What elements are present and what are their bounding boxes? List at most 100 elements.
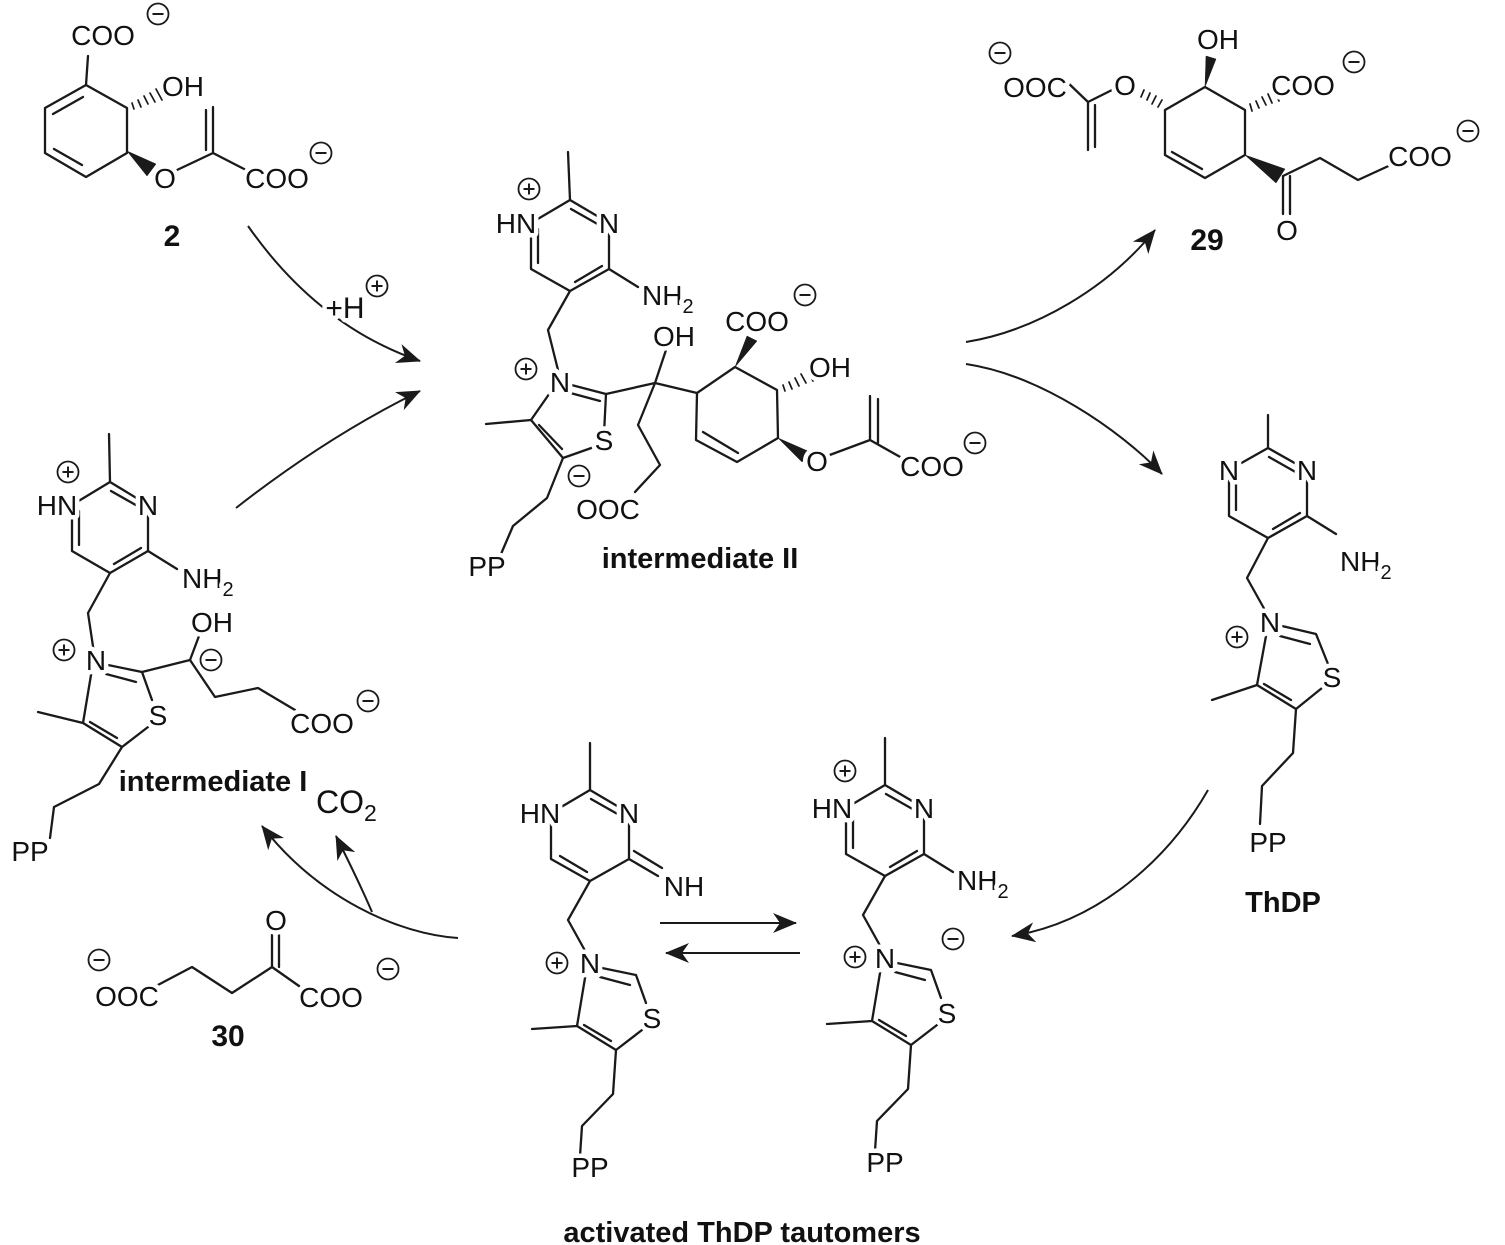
i2-ring-oh: OH — [809, 352, 851, 383]
arrow-2-to-intermediateII — [247, 225, 421, 363]
arrow-intermediateII-to-ThDP — [965, 363, 1163, 475]
i2-nh2: NH2 — [642, 280, 694, 318]
i2-oh-hash-bond — [782, 369, 814, 392]
i2-ring-o: O — [806, 446, 828, 477]
i1-thia-n: N — [86, 645, 106, 676]
molecule-tautomer-left-skeleton — [530, 741, 664, 1158]
minus-charge-icon c30-ooc-charge — [87, 948, 111, 972]
i2-n3: N — [599, 208, 619, 239]
plus-h-label: +H — [325, 292, 364, 325]
molecule-ThDP-skeleton — [1210, 413, 1338, 826]
c2-coo-top: COO — [71, 20, 135, 51]
i1-oh: OH — [191, 607, 233, 638]
i1-pp: PP — [11, 836, 48, 867]
plus-charge-icon plus-h-charge — [365, 274, 389, 298]
arrow-intermediateI-to-intermediateII — [235, 390, 421, 509]
molecule-2-skeleton — [43, 54, 248, 179]
c29-keto-wedge-bond — [1244, 154, 1286, 184]
tautl-hn: HN — [520, 798, 560, 829]
c2-oh-hash-bond — [131, 88, 163, 110]
i2-enol-coo: COO — [900, 451, 964, 482]
i1-n3: N — [138, 490, 158, 521]
tautr-thia-s: S — [938, 998, 957, 1029]
thdp-n3: N — [1297, 455, 1317, 486]
tautl-n3: N — [619, 798, 639, 829]
tautr-thia-n: N — [875, 943, 895, 974]
minus-charge-icon tautr-ylide-charge — [941, 927, 965, 951]
tautl-thia-n: N — [580, 948, 600, 979]
arrow-co2-release — [335, 835, 373, 913]
plus-charge-icon i2-pyrimidinium-charge — [517, 177, 541, 201]
molecule-intermediate-II-skeleton — [484, 150, 904, 556]
tautl-imine-nh: NH — [664, 871, 704, 902]
i1-hn: HN — [37, 490, 77, 521]
tautl-thia-s: S — [643, 1003, 662, 1034]
c2-number: 2 — [164, 220, 181, 253]
plus-charge-icon i1-thiazolium-charge — [52, 638, 76, 662]
c2-enol-coo: COO — [245, 163, 309, 194]
tautr-nh2-subscript: 2 — [997, 881, 1008, 903]
tautr-hn: HN — [812, 793, 852, 824]
molecule-intermediate-I-skeleton — [36, 432, 297, 840]
molecule-30-skeleton — [154, 932, 301, 995]
c29-coo-mid: COO — [1271, 70, 1335, 101]
minus-charge-icon i1-carbanion-charge — [199, 648, 223, 672]
plus-charge-icon i2-thiazolium-charge — [514, 357, 538, 381]
thdp-thia-s: S — [1323, 662, 1342, 693]
plus-charge-icon tautr-pyrimidinium-charge — [833, 759, 857, 783]
i2-chain-ooc: OOC — [576, 494, 640, 525]
i2-caption: intermediate II — [602, 543, 799, 575]
c30-ooc: OOC — [95, 981, 159, 1012]
thdp-thia-n: N — [1260, 607, 1280, 638]
thdp-nh2: NH2 — [1340, 546, 1392, 584]
minus-charge-icon i2-chain-ooc-charge — [567, 464, 591, 488]
c2-o-wedge-bond — [126, 150, 157, 177]
minus-charge-icon i1-coo-charge — [356, 689, 380, 713]
c29-oh-wedge-bond — [1204, 55, 1217, 88]
i2-thia-s: S — [595, 425, 614, 456]
thdp-caption: ThDP — [1245, 887, 1321, 919]
minus-charge-icon c2-coo-charge — [146, 2, 170, 26]
plus-charge-icon thdp-thiazolium-charge — [1225, 625, 1249, 649]
i1-caption: intermediate I — [119, 766, 308, 798]
minus-charge-icon c29-coo-mid-charge — [1342, 50, 1366, 74]
c30-keto-o: O — [265, 905, 287, 936]
i1-coo: COO — [290, 708, 354, 739]
minus-charge-icon i2-enol-coo-charge — [963, 431, 987, 455]
tautomers-caption: activated ThDP tautomers — [563, 1217, 920, 1245]
i2-pp: PP — [468, 551, 505, 582]
c29-coo-right: COO — [1388, 141, 1452, 172]
tautr-n3: N — [914, 793, 934, 824]
c2-ether-o: O — [154, 163, 176, 194]
c29-ooc: OOC — [1003, 72, 1067, 103]
tautl-pp: PP — [571, 1152, 608, 1183]
thdp-n1: N — [1219, 455, 1239, 486]
c29-keto-o: O — [1276, 215, 1298, 246]
c29-coo-hash-bond — [1249, 89, 1280, 112]
tautr-pp: PP — [866, 1147, 903, 1178]
i1-thia-s: S — [149, 700, 168, 731]
thdp-nh2-subscript: 2 — [1380, 562, 1391, 584]
minus-charge-icon c29-coo-right-charge — [1456, 119, 1480, 143]
arrow-intermediateII-to-29 — [965, 229, 1156, 343]
reaction-arrows — [235, 225, 1209, 963]
c29-o-hash-bond — [1140, 89, 1163, 108]
minus-charge-icon c2-enol-coo-charge — [309, 141, 333, 165]
charge-symbols — [52, 2, 1480, 981]
c30-coo: COO — [299, 982, 363, 1013]
i2-o-wedge-bond — [777, 437, 811, 463]
c30-number: 30 — [211, 1020, 244, 1053]
minus-charge-icon c30-coo-charge — [376, 957, 400, 981]
plus-charge-icon tautr-thiazolium-charge — [843, 945, 867, 969]
molecule-29-skeleton — [1062, 55, 1397, 216]
co2-label: CO2 — [316, 784, 377, 826]
i1-nh2: NH2 — [182, 563, 234, 601]
i1-nh2-subscript: 2 — [222, 579, 233, 601]
tautr-nh2: NH2 — [957, 865, 1009, 903]
plus-charge-icon i1-pyrimidinium-charge — [56, 460, 80, 484]
thdp-pp: PP — [1249, 827, 1286, 858]
c29-ether-o: O — [1114, 70, 1136, 101]
c2-oh: OH — [162, 71, 204, 102]
molecule-tautomer-right-skeleton — [825, 736, 955, 1153]
